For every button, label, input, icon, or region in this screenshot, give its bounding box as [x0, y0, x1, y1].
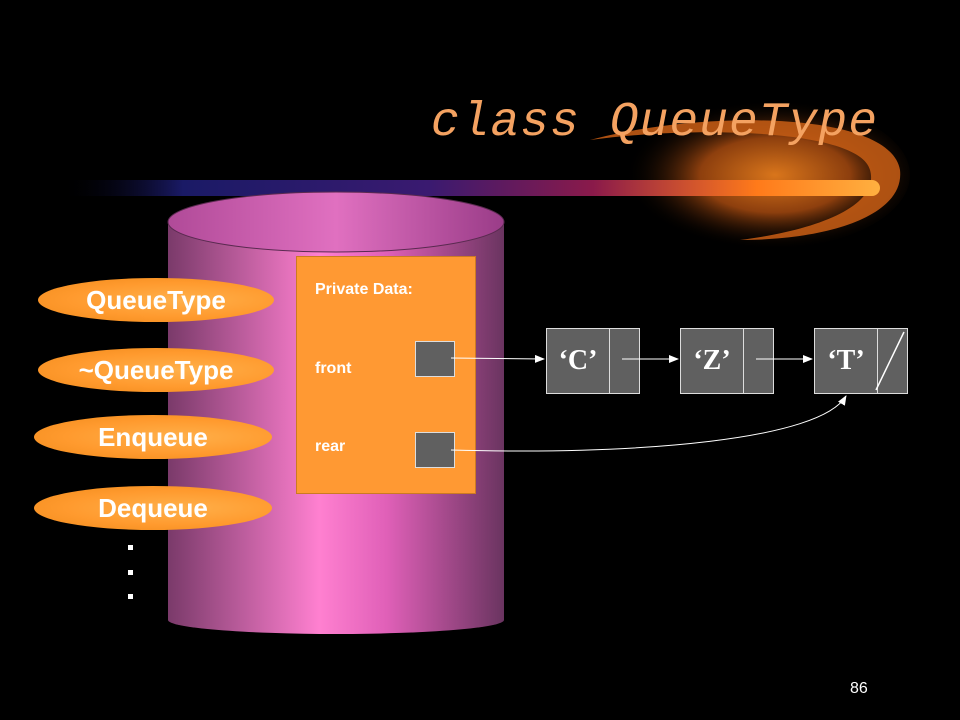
node-value: ‘Z’: [681, 329, 744, 393]
node-t: ‘T’: [814, 328, 908, 394]
rear-pointer-box: [415, 432, 455, 468]
rear-label: rear: [315, 438, 346, 455]
method-enqueue: Enqueue: [34, 415, 272, 459]
front-pointer-box: [415, 341, 455, 377]
ellipsis-dot: [128, 545, 133, 550]
method-queuetype: QueueType: [38, 278, 274, 322]
private-data-box: Private Data: front rear: [296, 256, 476, 494]
private-data-heading: Private Data:: [315, 281, 413, 298]
slide-title: class QueueType: [430, 96, 878, 150]
method-dequeue: Dequeue: [34, 486, 272, 530]
front-label: front: [315, 360, 352, 377]
title-swoosh: [60, 100, 910, 250]
page-number: 86: [850, 680, 868, 697]
node-z: ‘Z’: [680, 328, 774, 394]
ellipsis-dot: [128, 594, 133, 599]
node-value: ‘C’: [547, 329, 610, 393]
method-destructor: ~QueueType: [38, 348, 274, 392]
node-value: ‘T’: [815, 329, 878, 393]
node-c: ‘C’: [546, 328, 640, 394]
ellipsis-dot: [128, 570, 133, 575]
